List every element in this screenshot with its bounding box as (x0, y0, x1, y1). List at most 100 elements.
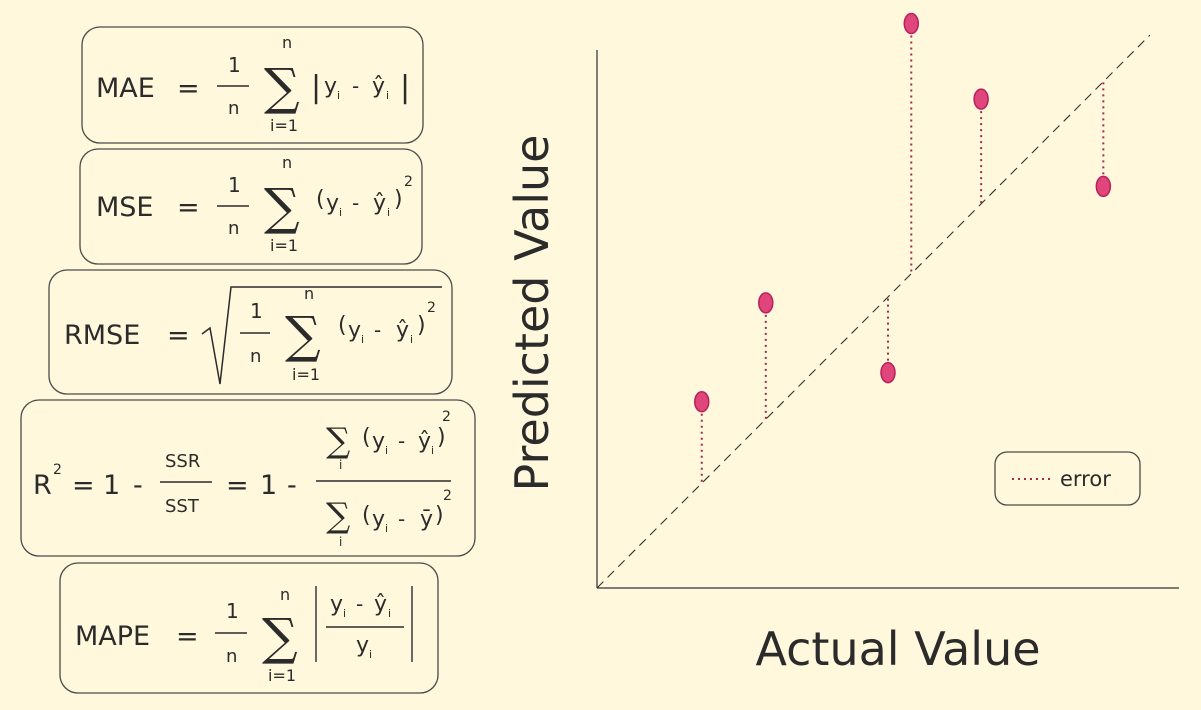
mae-formula: MAE = 1 n n ∑ i=1 | y i - ŷ i | (81, 26, 424, 144)
mape-denominator: n (226, 646, 237, 667)
mae-abs-left: | (311, 70, 321, 105)
r2-den-sum-index: i (339, 535, 342, 549)
r2-minus-1: - (133, 470, 143, 501)
mape-sigma-icon: ∑ (262, 608, 298, 666)
rmse-y: y (348, 318, 361, 343)
data-point-1 (694, 391, 710, 413)
r2-num-paren-open: ( (362, 425, 371, 450)
mape-den-y: y (356, 633, 369, 658)
mape-name: MAPE (75, 621, 150, 652)
r2-den-ybar: ȳ (420, 507, 433, 532)
r2-num-yhat-sub: i (431, 444, 434, 457)
mape-den-y-sub: i (369, 648, 372, 661)
r2-num-minus: - (398, 429, 405, 453)
rmse-yhat-sub: i (410, 333, 413, 346)
r2-den-exponent: 2 (443, 488, 452, 504)
mse-y-sub: i (339, 206, 342, 219)
rmse-yhat: ŷ (396, 318, 409, 343)
scatter-chart: Predicted Value Actual Value error (505, 12, 1179, 676)
mape-equals: = (176, 621, 199, 652)
data-point-3 (880, 361, 896, 384)
r2-one-1: 1 (103, 470, 120, 501)
mape-formula: MAPE = 1 n n ∑ i=1 y i - ŷ i y i (59, 562, 439, 694)
rmse-equals: = (167, 320, 190, 351)
r2-den-y-sub: i (385, 522, 388, 535)
r2-num-exponent: 2 (442, 409, 451, 425)
legend-box (994, 451, 1141, 506)
rmse-box (48, 269, 453, 395)
mse-yhat: ŷ (373, 191, 386, 216)
rmse-sum-lower: i=1 (292, 365, 320, 384)
rmse-denominator: n (250, 346, 261, 367)
mae-sum-upper: n (282, 33, 292, 52)
rmse-minus: - (374, 318, 381, 342)
rmse-sigma-icon: ∑ (285, 306, 321, 364)
mse-numerator: 1 (228, 173, 241, 197)
mae-sigma-icon: ∑ (264, 58, 300, 116)
mse-paren-close: ) (394, 187, 403, 212)
mse-paren-open: ( (316, 187, 325, 212)
mae-y-sub: i (337, 89, 340, 102)
mae-equals: = (177, 73, 200, 104)
rmse-sum-upper: n (304, 284, 314, 303)
mae-box (81, 26, 424, 144)
r2-den-paren-close: ) (435, 503, 444, 528)
mae-name: MAE (96, 73, 155, 104)
data-points (694, 12, 1112, 413)
mse-yhat-sub: i (387, 206, 390, 219)
mse-box (79, 148, 423, 265)
r2-name-exponent: 2 (53, 462, 62, 478)
r2-name: R (33, 470, 52, 501)
r2-den-y: y (372, 507, 385, 532)
mse-formula: MSE = 1 n n ∑ i=1 ( y i - ŷ i ) 2 (79, 148, 423, 265)
mape-num-yhat-sub: i (388, 607, 391, 620)
mape-num-y-sub: i (343, 607, 346, 620)
r2-num-y: y (372, 429, 385, 454)
mae-y: y (324, 74, 337, 99)
mape-num-yhat: ŷ (374, 592, 387, 617)
rmse-paren-open: ( (338, 313, 347, 338)
mae-numerator: 1 (228, 53, 241, 77)
mse-sum-upper: n (282, 153, 292, 172)
r2-den-paren-open: ( (362, 503, 371, 528)
rmse-y-sub: i (361, 333, 364, 346)
data-point-4 (903, 12, 920, 35)
r2-box (20, 399, 476, 557)
error-lines (700, 23, 1105, 484)
mape-num-minus: - (356, 592, 363, 616)
rmse-numerator: 1 (250, 299, 263, 323)
mape-numerator: 1 (226, 599, 239, 623)
r2-den-sigma-icon: ∑ (326, 496, 350, 536)
r2-equals-1: = (72, 470, 95, 501)
rmse-formula: RMSE = 1 n n ∑ i=1 ( y i - ŷ i ) 2 (48, 269, 453, 395)
mse-y: y (326, 191, 339, 216)
mse-sigma-icon: ∑ (264, 178, 300, 236)
legend: error (994, 451, 1141, 506)
r2-num-paren-close: ) (437, 425, 446, 450)
rmse-name: RMSE (64, 320, 140, 351)
mae-sum-lower: i=1 (270, 116, 298, 135)
r2-num-sigma-icon: ∑ (326, 421, 350, 461)
r2-den-minus: - (398, 507, 405, 531)
data-point-6 (1095, 175, 1112, 198)
mae-denominator: n (228, 98, 239, 119)
mse-denominator: n (228, 218, 239, 239)
rmse-exponent: 2 (427, 300, 436, 316)
mse-sum-lower: i=1 (270, 236, 298, 255)
r2-ssr: SSR (165, 451, 200, 472)
rmse-paren-close: ) (417, 313, 426, 338)
r2-num-yhat: ŷ (418, 429, 431, 454)
mse-exponent: 2 (404, 174, 413, 190)
legend-label: error (1060, 467, 1111, 491)
mse-equals: = (177, 192, 200, 223)
mape-box (59, 562, 439, 694)
r2-sst: SST (165, 496, 200, 517)
r2-equals-2: = (226, 470, 249, 501)
mae-yhat: ŷ (372, 74, 385, 99)
r2-one-2: 1 (260, 470, 277, 501)
r2-minus-2: - (287, 470, 297, 501)
mape-sum-lower: i=1 (268, 666, 296, 685)
mae-yhat-sub: i (386, 89, 389, 102)
r2-formula: R 2 = 1 - SSR SST = 1 - ∑ i ( y i - ŷ i … (20, 399, 476, 557)
